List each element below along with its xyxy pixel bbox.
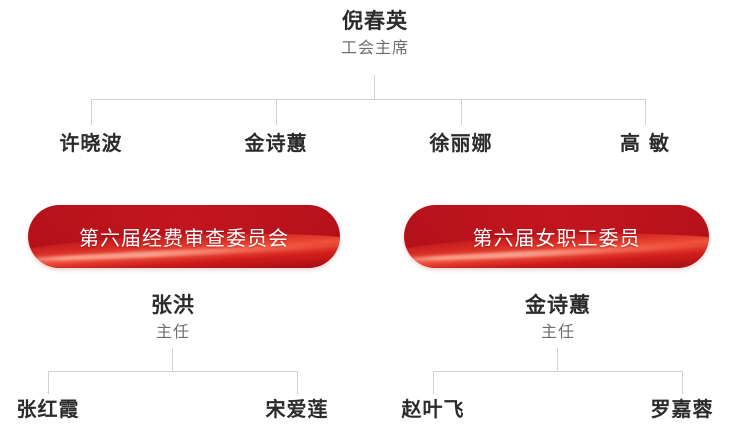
- node-committee-2-member-1: 赵叶飞: [363, 397, 503, 422]
- level2-name-2: 金诗蕙: [244, 131, 308, 155]
- connector-level2-drop-4: [645, 99, 646, 125]
- node-level2-4: 高 敏: [575, 131, 715, 156]
- connector-committee-1-drop-2: [297, 371, 298, 394]
- connector-committee-1-stem: [172, 348, 173, 371]
- connector-root-stem: [374, 75, 375, 99]
- node-committee-1-head: 张洪 主任: [98, 292, 248, 344]
- node-level2-1: 许晓波: [21, 131, 161, 156]
- committee-2-member-2-name: 罗嘉蓉: [650, 397, 714, 421]
- connector-committee-2-bus: [433, 371, 682, 372]
- connector-committee-2-drop-2: [682, 371, 683, 394]
- node-committee-2-member-2: 罗嘉蓉: [612, 397, 750, 422]
- connector-committee-2-drop-1: [433, 371, 434, 394]
- banner-committee-2-label: 第六届女职工委员: [472, 226, 641, 250]
- root-title: 工会主席: [340, 38, 409, 58]
- connector-level2-drop-2: [276, 99, 277, 125]
- committee-1-member-2-name: 宋爱莲: [265, 397, 329, 421]
- connector-level2-bus: [91, 99, 645, 100]
- connector-level2-drop-1: [91, 99, 92, 125]
- committee-1-head-name: 张洪: [151, 293, 195, 317]
- committee-2-member-1-name: 赵叶飞: [401, 397, 465, 421]
- node-committee-1-member-2: 宋爱莲: [227, 397, 367, 422]
- root-name: 倪春英: [342, 9, 408, 33]
- connector-committee-1-bus: [48, 371, 297, 372]
- connector-level2-drop-3: [461, 99, 462, 125]
- banner-committee-1[interactable]: 第六届经费审查委员会: [28, 205, 340, 268]
- node-level2-2: 金诗蕙: [206, 131, 346, 156]
- banner-committee-1-label: 第六届经费审查委员会: [79, 226, 289, 250]
- level2-name-1: 许晓波: [59, 131, 123, 155]
- level2-name-4: 高 敏: [620, 131, 670, 155]
- level2-name-3: 徐丽娜: [429, 131, 493, 155]
- connector-committee-2-stem: [557, 348, 558, 371]
- node-root: 倪春英 工会主席: [0, 8, 750, 60]
- committee-1-head-title: 主任: [155, 322, 190, 342]
- banner-committee-2[interactable]: 第六届女职工委员: [404, 205, 709, 268]
- node-committee-1-member-1: 张红霞: [0, 397, 118, 422]
- committee-2-head-title: 主任: [540, 322, 575, 342]
- node-level2-3: 徐丽娜: [391, 131, 531, 156]
- committee-1-member-1-name: 张红霞: [16, 397, 80, 421]
- connector-committee-1-drop-1: [48, 371, 49, 394]
- committee-2-head-name: 金诗蕙: [525, 293, 591, 317]
- node-committee-2-head: 金诗蕙 主任: [483, 292, 633, 344]
